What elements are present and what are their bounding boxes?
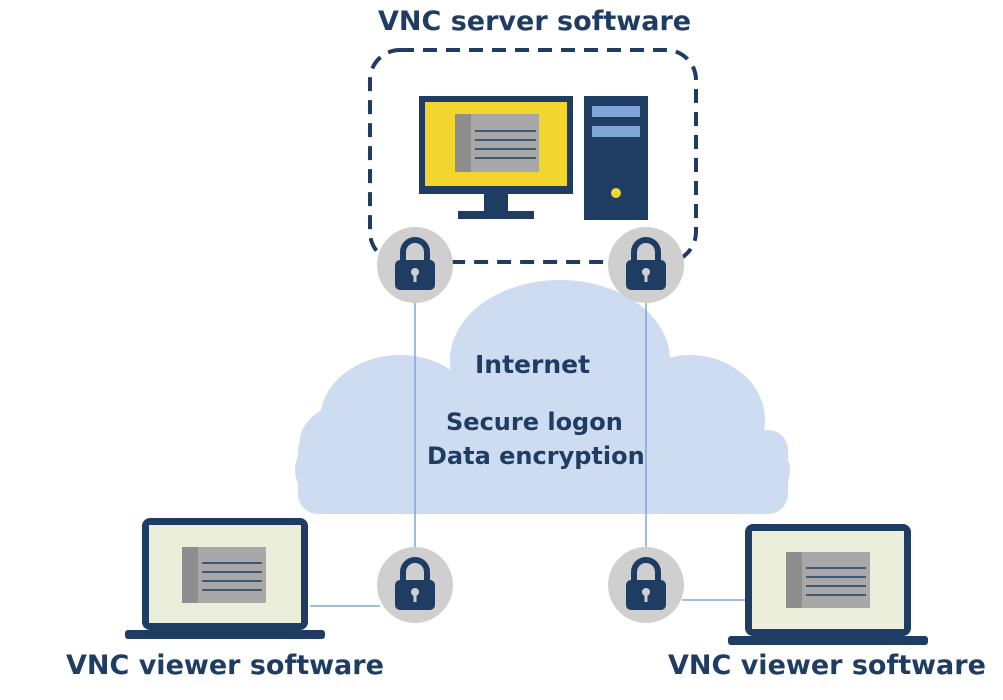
padlock-icon [377,227,453,303]
internet-title: Internet [475,350,591,379]
tower-pc-icon [584,96,648,220]
feature-data-encryption: Data encryption [427,442,645,470]
feature-secure-logon: Secure logon [446,408,623,436]
desktop-monitor-icon [419,96,573,219]
laptop-icon [125,518,325,639]
padlock-icon [608,227,684,303]
connection-lines [310,265,745,607]
server-title: VNC server software [378,6,692,37]
server-dashed-box [368,48,698,264]
viewer-right-title: VNC viewer software [668,650,986,681]
padlock-icon [608,547,684,623]
internet-cloud [295,280,790,514]
viewer-left-title: VNC viewer software [66,650,384,681]
padlock-icon [377,547,453,623]
laptop-icon [728,524,928,645]
